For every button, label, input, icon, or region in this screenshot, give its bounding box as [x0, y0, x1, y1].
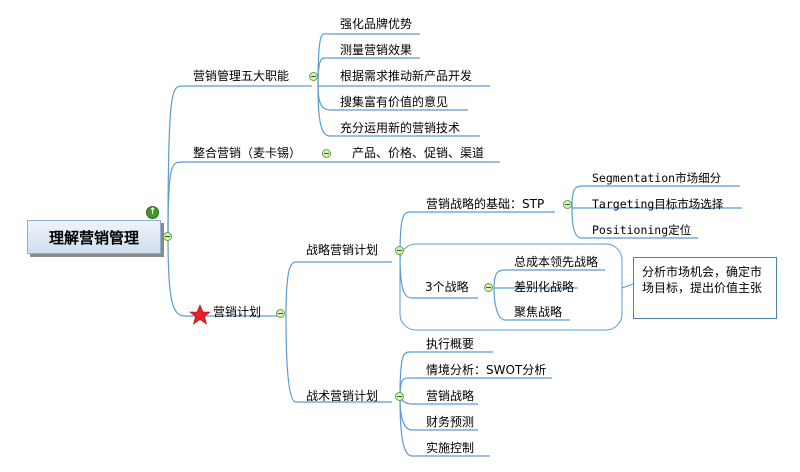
star-icon — [189, 304, 211, 325]
node-swot[interactable]: 情境分析：SWOT分析 — [426, 363, 547, 377]
node-4p[interactable]: 产品、价格、促销、渠道 — [352, 146, 485, 160]
node-integrated[interactable]: 整合营销（麦卡锡） — [193, 146, 302, 160]
node-function-2[interactable]: 测量营销效果 — [340, 43, 413, 57]
strategic-collapse-toggle[interactable] — [395, 246, 404, 255]
root-node[interactable]: 理解营销管理 — [27, 220, 161, 254]
stp-label: 营销战略的基础：STP — [426, 197, 545, 211]
node-plan[interactable]: 营销计划 — [213, 305, 262, 319]
node-exec-summary[interactable]: 执行概要 — [426, 337, 475, 351]
plan-collapse-toggle[interactable] — [276, 309, 285, 318]
node-focus[interactable]: 聚焦战略 — [514, 305, 563, 319]
node-segmentation[interactable]: Segmentation市场细分 — [592, 171, 722, 185]
node-tactical-plan[interactable]: 战术营销计划 — [306, 389, 379, 403]
node-function-4[interactable]: 搜集富有价值的意见 — [340, 95, 449, 109]
node-three-strategies[interactable]: 3个战略 — [425, 280, 469, 294]
node-implementation-control[interactable]: 实施控制 — [426, 441, 475, 455]
five-functions-collapse-toggle[interactable] — [309, 72, 318, 81]
root-collapse-toggle[interactable] — [163, 232, 172, 241]
node-marketing-strategy[interactable]: 营销战略 — [426, 389, 475, 403]
integrated-collapse-toggle[interactable] — [322, 149, 331, 158]
node-cost-leadership[interactable]: 总成本领先战略 — [514, 255, 599, 269]
node-targeting[interactable]: Targeting目标市场选择 — [592, 197, 724, 211]
strategy-callout-note[interactable]: 分析市场机会，确定市场目标，提出价值主张 — [633, 257, 777, 319]
node-function-5[interactable]: 充分运用新的营销技术 — [340, 121, 461, 135]
three-strategies-collapse-toggle[interactable] — [484, 283, 493, 292]
stp-collapse-toggle[interactable] — [563, 200, 572, 209]
node-positioning[interactable]: Positioning定位 — [592, 223, 692, 237]
node-function-3[interactable]: 根据需求推动新产品开发 — [340, 69, 473, 83]
node-stp[interactable]: 营销战略的基础：STP — [426, 196, 544, 212]
node-function-1[interactable]: 强化品牌优势 — [340, 17, 413, 31]
up-arrow-icon[interactable]: ↑ — [146, 206, 159, 219]
root-label: 理解营销管理 — [48, 228, 139, 247]
node-five-functions[interactable]: 营销管理五大职能 — [193, 69, 290, 83]
node-strategic-plan[interactable]: 战略营销计划 — [306, 243, 379, 257]
node-financial-forecast[interactable]: 财务预测 — [426, 415, 475, 429]
tactical-collapse-toggle[interactable] — [395, 392, 404, 401]
node-differentiation[interactable]: 差别化战略 — [514, 280, 575, 294]
